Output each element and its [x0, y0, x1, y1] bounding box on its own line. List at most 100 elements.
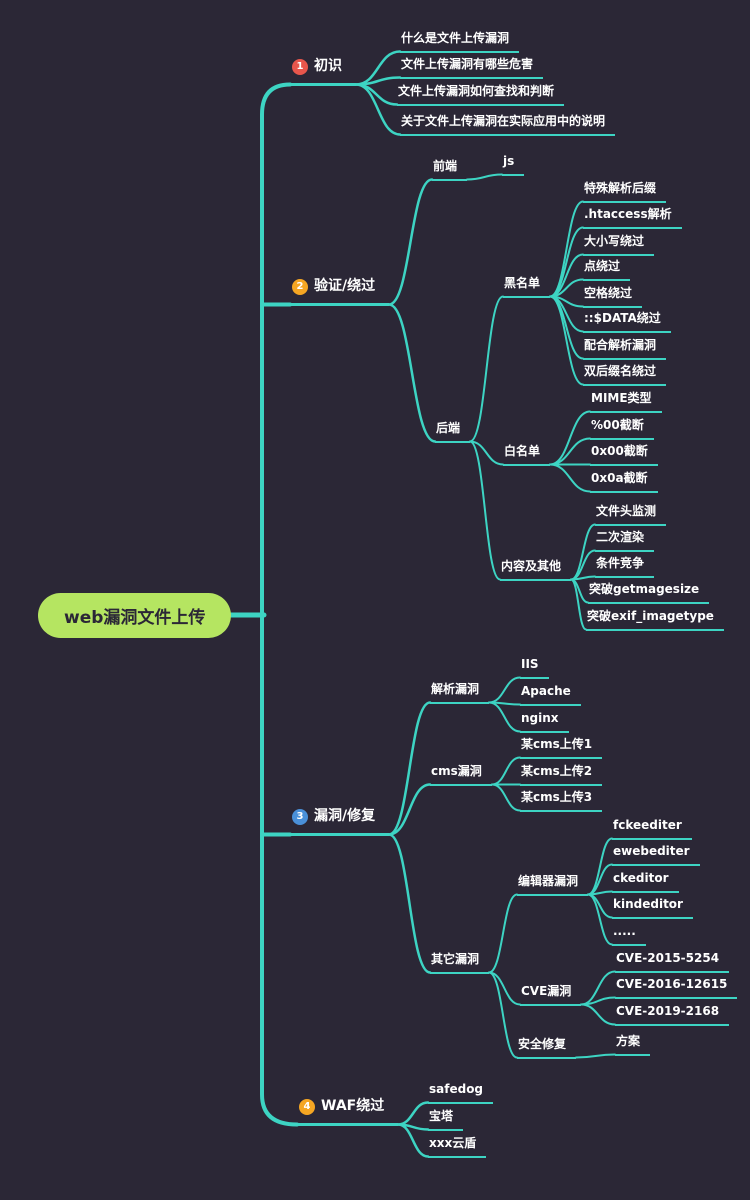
connector-line: [387, 701, 432, 836]
subtopic[interactable]: 其它漏洞: [430, 952, 490, 974]
subtopic[interactable]: .htaccess解析: [583, 207, 682, 229]
connector-line: [549, 463, 591, 493]
subtopic[interactable]: 0x0a截断: [590, 471, 658, 493]
connector-line: [387, 783, 432, 836]
topic-label: CVE-2016-12615: [616, 977, 728, 991]
subtopic[interactable]: 文件头监测: [595, 504, 667, 526]
topic-label: CVE漏洞: [521, 984, 572, 998]
topic-label: 特殊解析后缀: [584, 181, 657, 195]
subtopic[interactable]: fckeediter: [612, 818, 692, 840]
topic-label: cms漏洞: [431, 764, 482, 778]
subtopic[interactable]: 内容及其他: [500, 559, 572, 581]
subtopic[interactable]: CVE-2019-2168: [615, 1004, 730, 1026]
subtopic[interactable]: %00截断: [590, 418, 654, 440]
topic-label: xxx云盾: [429, 1136, 477, 1150]
connector-line: [570, 578, 587, 631]
subtopic[interactable]: 大小写绕过: [583, 234, 655, 256]
subtopic[interactable]: CVE-2015-5254: [615, 951, 730, 973]
subtopic[interactable]: xxx云盾: [428, 1136, 487, 1158]
topic-label: CVE-2019-2168: [616, 1004, 720, 1018]
subtopic[interactable]: CVE-2016-12615: [615, 977, 738, 999]
topic-label: 某cms上传2: [521, 764, 593, 778]
subtopic[interactable]: js: [502, 154, 525, 176]
subtopic[interactable]: 宝塔: [428, 1109, 464, 1131]
subtopic[interactable]: 文件上传漏洞如何查找和判断: [397, 84, 565, 106]
subtopic[interactable]: .....: [612, 924, 646, 946]
connector-line: [387, 178, 434, 306]
topic-label: .htaccess解析: [584, 207, 672, 221]
branch-number-badge: 4: [299, 1098, 315, 1115]
subtopic[interactable]: 编辑器漏洞: [517, 874, 589, 896]
connector-line: [387, 833, 432, 974]
subtopic[interactable]: 某cms上传1: [520, 737, 603, 759]
connector-line: [469, 440, 501, 581]
subtopic[interactable]: 前端: [432, 159, 468, 181]
subtopic[interactable]: 安全修复: [517, 1037, 577, 1059]
connector-line: [488, 893, 518, 974]
topic-label: 空格绕过: [584, 286, 633, 300]
topic-label: nginx: [521, 711, 559, 725]
subtopic[interactable]: 二次渲染: [595, 530, 655, 552]
subtopic[interactable]: 某cms上传2: [520, 764, 603, 786]
subtopic[interactable]: ckeditor: [612, 871, 679, 893]
topic-label: 解析漏洞: [431, 682, 480, 696]
connector-line: [469, 295, 504, 443]
subtopic[interactable]: 配合解析漏洞: [583, 338, 667, 360]
root-topic[interactable]: web漏洞文件上传: [38, 592, 232, 638]
topic-label: 编辑器漏洞: [518, 874, 579, 888]
topic-label: ::$DATA绕过: [584, 311, 661, 325]
topic-label: 文件上传漏洞有哪些危害: [401, 57, 534, 71]
topic-label: 0x00截断: [591, 444, 648, 458]
subtopic[interactable]: nginx: [520, 711, 569, 733]
topic-label: ewebediter: [613, 844, 690, 858]
subtopic[interactable]: 白名单: [503, 444, 551, 466]
subtopic[interactable]: ewebediter: [612, 844, 700, 866]
subtopic[interactable]: Apache: [520, 684, 581, 706]
branch-number-badge: 1: [292, 58, 308, 75]
connector-line: [491, 783, 521, 812]
subtopic[interactable]: 关于文件上传漏洞在实际应用中的说明: [400, 114, 616, 136]
subtopic[interactable]: 0x00截断: [590, 444, 658, 466]
topic-label: ckeditor: [613, 871, 669, 885]
topic-label: 某cms上传1: [521, 737, 593, 751]
subtopic[interactable]: 突破getmagesize: [588, 582, 710, 604]
subtopic[interactable]: 方案: [615, 1034, 651, 1056]
subtopic[interactable]: safedog: [428, 1082, 494, 1104]
topic-label: 其它漏洞: [431, 952, 480, 966]
topic-label: safedog: [429, 1082, 484, 1096]
topic-label: 0x0a截断: [591, 471, 648, 485]
subtopic[interactable]: 突破exif_imagetype: [586, 609, 724, 631]
connector-line: [587, 893, 613, 946]
connector-line: [466, 173, 503, 181]
subtopic[interactable]: 点绕过: [583, 259, 631, 281]
subtopic[interactable]: 黑名单: [503, 276, 551, 298]
subtopic[interactable]: IIS: [520, 657, 549, 679]
subtopic[interactable]: 什么是文件上传漏洞: [400, 31, 520, 53]
subtopic[interactable]: kindeditor: [612, 897, 693, 919]
subtopic[interactable]: MIME类型: [590, 391, 662, 413]
subtopic[interactable]: 解析漏洞: [430, 682, 490, 704]
connector-line: [488, 701, 521, 733]
subtopic[interactable]: ::$DATA绕过: [583, 311, 671, 333]
subtopic[interactable]: 空格绕过: [583, 286, 643, 308]
subtopic[interactable]: CVE漏洞: [520, 984, 582, 1006]
subtopic[interactable]: 特殊解析后缀: [583, 181, 667, 203]
subtopic[interactable]: 双后缀名绕过: [583, 364, 667, 386]
subtopic[interactable]: 后端: [435, 421, 471, 443]
topic-label: 双后缀名绕过: [584, 364, 657, 378]
subtopic[interactable]: 文件上传漏洞有哪些危害: [400, 57, 544, 79]
subtopic[interactable]: 某cms上传3: [520, 790, 603, 812]
subtopic[interactable]: cms漏洞: [430, 764, 492, 786]
topic-label: 什么是文件上传漏洞: [401, 31, 510, 45]
topic-label: 点绕过: [584, 259, 621, 273]
subtopic[interactable]: 条件竞争: [595, 556, 655, 578]
branch-number-badge: 3: [292, 808, 308, 825]
topic-label: fckeediter: [613, 818, 682, 832]
